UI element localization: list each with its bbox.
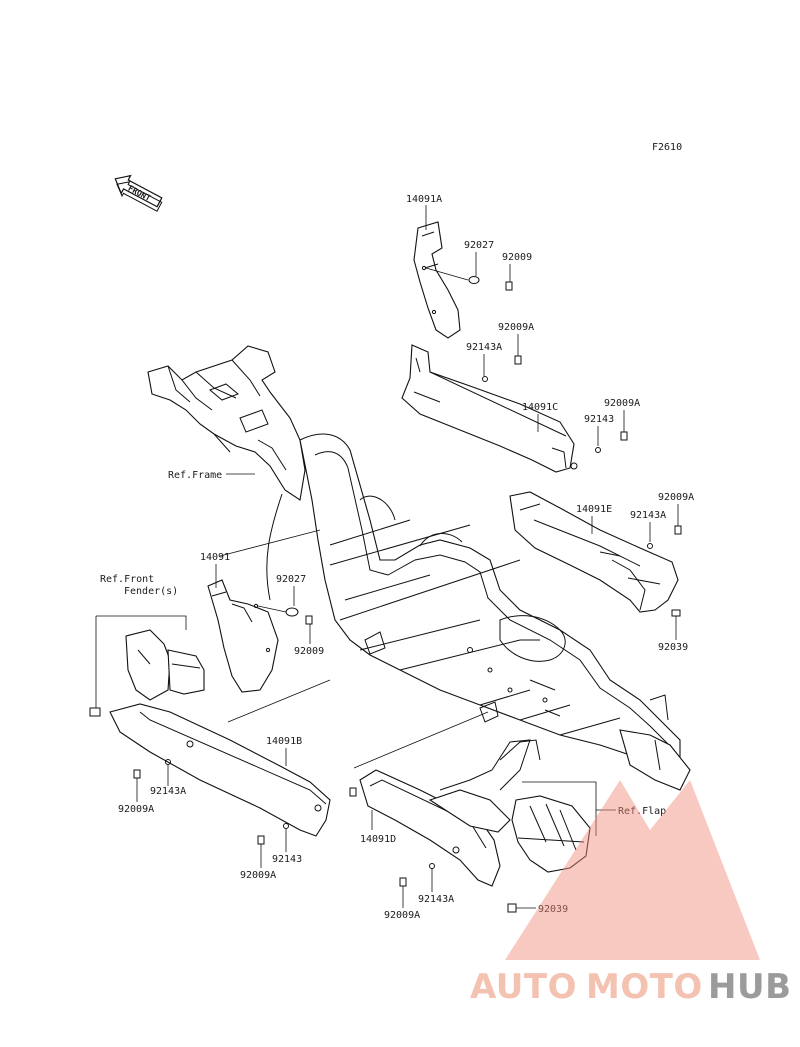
- ref-flap: [511, 795, 591, 873]
- callout-92143-2: 92143: [272, 854, 302, 865]
- bolt-92009a-3: [674, 525, 682, 535]
- callout-92143-1: 92143: [584, 414, 614, 425]
- nut-92143a-4: [429, 863, 435, 869]
- watermark-hub: HUB: [708, 967, 791, 1007]
- callout-92143a-1: 92143A: [466, 342, 502, 353]
- callout-14091d: 14091D: [360, 834, 396, 845]
- front-arrow-icon: FRONT: [114, 174, 163, 212]
- bolt-front-14091d: [349, 787, 357, 797]
- washer-92027-mid: [285, 607, 299, 617]
- callout-92009a-5: 92009A: [240, 870, 276, 881]
- cover-14091c: [401, 344, 578, 473]
- bolt-92009-mid: [305, 615, 313, 625]
- nut-92143a-1: [482, 376, 488, 382]
- frame-assembly: [147, 345, 691, 791]
- bolt-92009a-6: [399, 877, 407, 887]
- bolt-92009a-2: [620, 431, 628, 441]
- callout-92009a-4: 92009A: [118, 804, 154, 815]
- callout-92009a-1: 92009A: [498, 322, 534, 333]
- callout-ref-fenders: Fender(s): [124, 586, 178, 597]
- callout-14091e: 14091E: [576, 504, 612, 515]
- callout-92143a-4: 92143A: [418, 894, 454, 905]
- ref-front-fender: [125, 629, 205, 701]
- nut-92143a-2: [647, 543, 653, 549]
- callout-92009a-3: 92009A: [658, 492, 694, 503]
- callout-92009-mid: 92009: [294, 646, 324, 657]
- callout-14091c: 14091C: [522, 402, 558, 413]
- washer-92027-top: [468, 276, 480, 284]
- callout-ref-flap: Ref.Flap: [618, 806, 666, 817]
- automotohub-watermark: AUTO MOTO HUB: [470, 780, 791, 1007]
- callout-92027-mid: 92027: [276, 574, 306, 585]
- callout-92039-2: 92039: [538, 904, 568, 915]
- cover-14091d: [359, 769, 511, 887]
- callout-ref-front: Ref.Front: [100, 574, 154, 585]
- callout-92027-top: 92027: [464, 240, 494, 251]
- callout-92009-top: 92009: [502, 252, 532, 263]
- nut-92143-1: [595, 447, 601, 453]
- cover-14091e: [509, 491, 679, 613]
- callout-14091: 14091: [200, 552, 230, 563]
- clip-92039-1: [671, 609, 681, 617]
- cover-14091a: [413, 221, 461, 339]
- callout-14091b: 14091B: [266, 736, 302, 747]
- cover-14091b: [109, 703, 331, 837]
- bolt-92009a-1: [514, 355, 522, 365]
- ref-frame-label: Ref.Frame: [168, 470, 222, 481]
- callout-92143a-2: 92143A: [630, 510, 666, 521]
- watermark-moto: MOTO: [586, 967, 703, 1007]
- figure-code: F2610: [652, 142, 682, 153]
- callout-14091a: 14091A: [406, 194, 442, 205]
- clip-92039-2: [507, 903, 517, 913]
- callout-92039-1: 92039: [658, 642, 688, 653]
- bolt-92009a-4: [133, 769, 141, 779]
- callout-92009a-6: 92009A: [384, 910, 420, 921]
- callout-92009a-2: 92009A: [604, 398, 640, 409]
- clip-ref-fender: [89, 707, 101, 717]
- bolt-92009-top: [505, 281, 513, 291]
- callout-92143a-3: 92143A: [150, 786, 186, 797]
- watermark-auto: AUTO: [470, 967, 577, 1007]
- cover-14091: [207, 579, 279, 693]
- watermark-logo-icon: [505, 780, 760, 960]
- nut-92143a-3: [165, 759, 171, 765]
- nut-92143-2: [283, 823, 289, 829]
- bolt-92009a-5: [257, 835, 265, 845]
